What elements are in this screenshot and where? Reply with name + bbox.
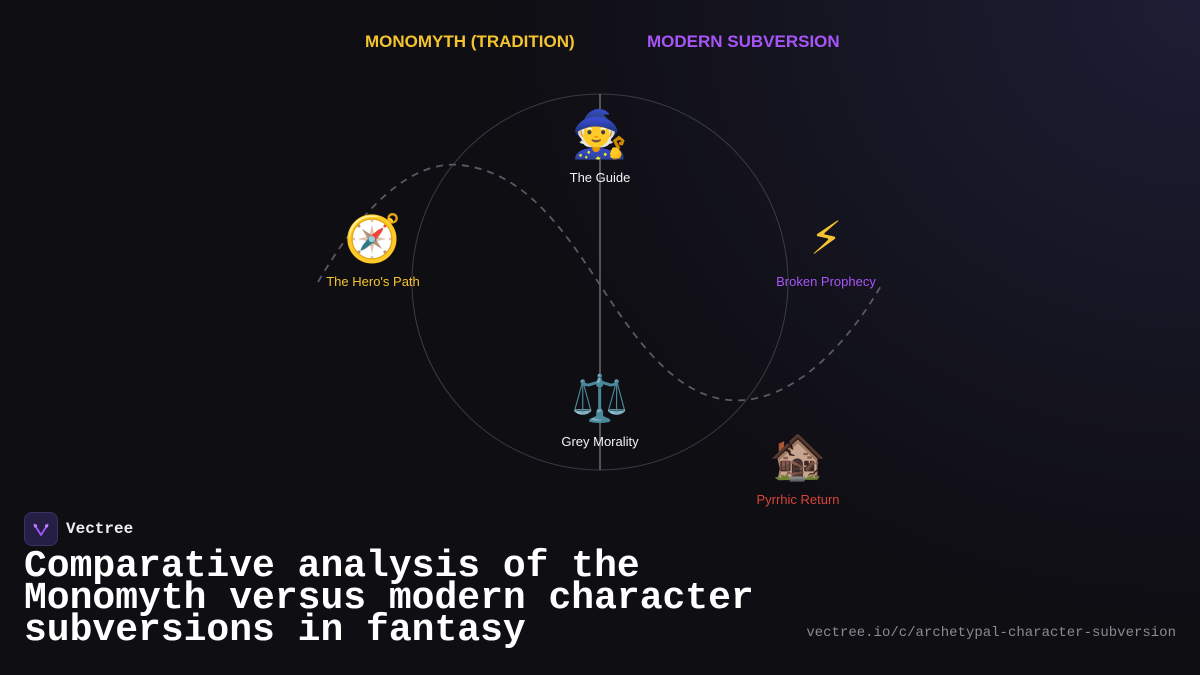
node-heros-path: 🧭 The Hero's Path: [293, 210, 453, 289]
node-broken-prophecy: ⚡ Broken Prophecy: [746, 210, 906, 289]
scales-icon: ⚖️: [571, 371, 629, 425]
subversion-column-label: MODERN SUBVERSION: [647, 32, 840, 51]
brand: Vectree: [24, 512, 133, 546]
derelict-house-icon: 🏚️: [769, 429, 827, 483]
grey-morality-label: Grey Morality: [561, 434, 639, 449]
pyrrhic-return-label: Pyrrhic Return: [756, 492, 840, 507]
lightning-icon: ⚡: [809, 211, 843, 265]
wizard-icon: 🧙: [571, 107, 629, 161]
compass-icon: 🧭: [344, 211, 402, 265]
page-headline: Comparative analysis of the Monomyth ver…: [24, 545, 754, 652]
node-pyrrhic-return: 🏚️ Pyrrhic Return: [718, 428, 878, 507]
the-guide-label: The Guide: [569, 170, 631, 185]
brand-name: Vectree: [66, 520, 134, 538]
journey-dashed-curve: [317, 163, 883, 402]
node-grey-morality: ⚖️ Grey Morality: [520, 370, 680, 449]
monomyth-column-label: MONOMYTH (TRADITION): [365, 32, 575, 51]
heros-path-label: The Hero's Path: [326, 274, 420, 289]
vectree-logo-icon: [24, 512, 58, 546]
node-the-guide: 🧙 The Guide: [520, 106, 680, 185]
broken-prophecy-label: Broken Prophecy: [776, 274, 876, 289]
footer-url: vectree.io/c/archetypal-character-subver…: [806, 625, 1176, 641]
